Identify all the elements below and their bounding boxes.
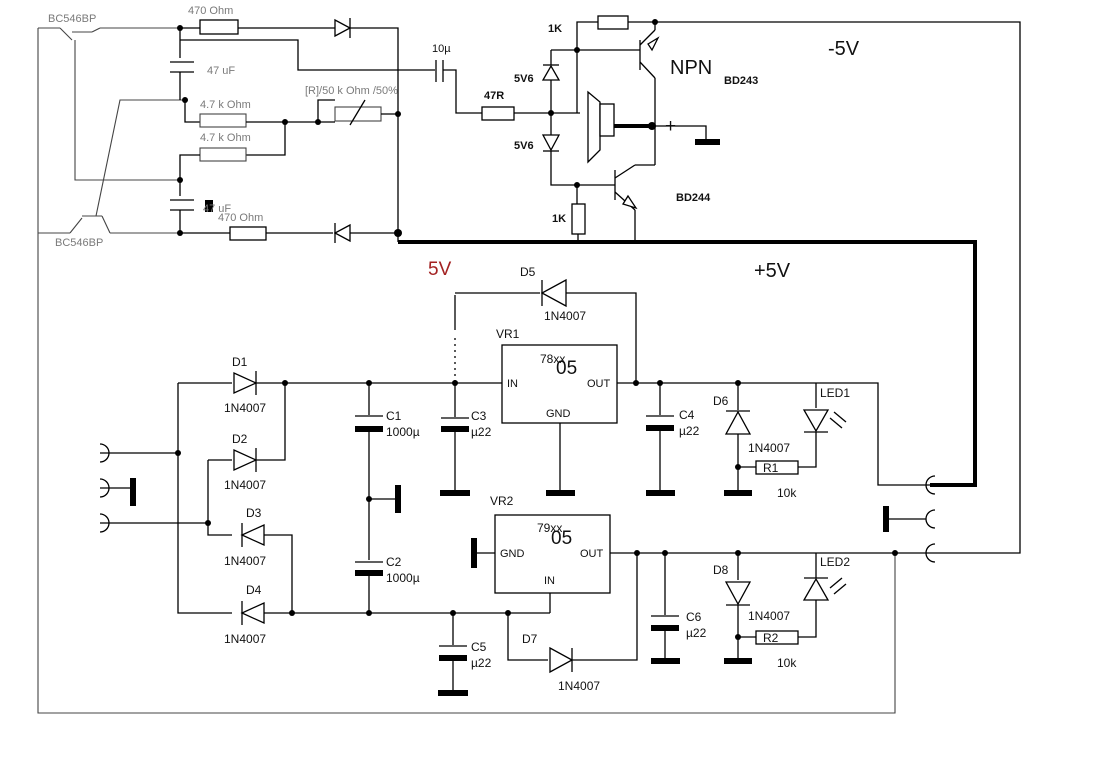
c2-value: 1000µ	[386, 571, 420, 585]
r1-label: R1	[763, 461, 779, 475]
r47k-a	[199, 113, 247, 128]
vr1-type: 78xx	[540, 352, 565, 366]
r1k-top-label: 1K	[548, 23, 562, 35]
r47r-label: 47R	[484, 90, 504, 102]
d4-part: 1N4007	[224, 632, 266, 646]
r47k-b-label: 4.7 k Ohm	[200, 132, 251, 144]
vr2-value: 05	[551, 528, 572, 549]
led2	[802, 553, 847, 601]
pot-label: [R]/50 k Ohm /50%	[305, 85, 398, 97]
c47-top-label: 47 uF	[207, 65, 235, 77]
pnp-bd244	[577, 164, 655, 242]
led2-label: LED2	[820, 555, 850, 569]
d8-part: 1N4007	[748, 609, 790, 623]
vr1-in: IN	[507, 378, 518, 390]
q1-transistor	[59, 27, 180, 181]
led-bottom	[333, 223, 398, 243]
cap10u-label: 10µ	[432, 43, 451, 55]
zener2-label: 5V6	[514, 140, 534, 152]
d7-label: D7	[522, 632, 538, 646]
minus5v-label: -5V	[828, 38, 860, 60]
plus5v-label: +5V	[754, 260, 791, 282]
power-supply: D1 1N4007 D2 1N4007 D3 1N4007 D4 1N4007 …	[99, 265, 936, 696]
c2-label: C2	[386, 555, 402, 569]
led1-label: LED1	[820, 386, 850, 400]
c5-label: C5	[471, 640, 487, 654]
vr2-out: OUT	[580, 548, 604, 560]
r2-value: 10k	[777, 656, 797, 670]
output-connector-gnd	[925, 509, 936, 529]
d5-label: D5	[520, 265, 536, 279]
d3-label: D3	[246, 506, 262, 520]
d3-part: 1N4007	[224, 554, 266, 568]
d6-part: 1N4007	[748, 441, 790, 455]
r47r	[481, 106, 515, 121]
r1k-bot-label: 1K	[552, 213, 566, 225]
d5-part: 1N4007	[544, 309, 586, 323]
r1k-bot	[571, 203, 586, 235]
c1-value: 1000µ	[386, 425, 420, 439]
multivibrator-section: BC546BP BC546BP 470 Ohm 47 uF 4.7	[37, 5, 896, 714]
c6-label: C6	[686, 610, 702, 624]
d2-label: D2	[232, 432, 248, 446]
output-connector-plus	[925, 475, 936, 495]
bd243-label: BD243	[724, 75, 758, 87]
d8-label: D8	[713, 563, 729, 577]
vr1-label: VR1	[496, 327, 520, 341]
vr2-gnd: GND	[500, 548, 525, 560]
potentiometer	[334, 106, 382, 122]
r470-top-label: 470 Ohm	[188, 5, 233, 17]
d4-label: D4	[246, 583, 262, 597]
vr1-out: OUT	[587, 378, 611, 390]
c3-label: C3	[471, 409, 487, 423]
q2-label: BC546BP	[55, 237, 103, 249]
power-rails	[397, 21, 1021, 554]
led-top	[334, 18, 399, 230]
r2-label: R2	[763, 631, 779, 645]
d1-part: 1N4007	[224, 401, 266, 415]
output-connector-minus	[925, 543, 936, 563]
r47k-b	[199, 147, 247, 162]
vr2-label: VR2	[490, 494, 514, 508]
vr2-type: 79xx	[537, 521, 562, 535]
speaker	[587, 90, 720, 164]
red-5v-label: 5V	[428, 259, 452, 280]
q1-label: BC546BP	[48, 13, 96, 25]
d7-part: 1N4007	[558, 679, 600, 693]
d1-label: D1	[232, 355, 248, 369]
vr2-in: IN	[544, 575, 555, 587]
vr2-regulator	[494, 514, 611, 594]
c3-value: µ22	[471, 425, 492, 439]
c47-bot-label: 47 uF	[203, 203, 231, 215]
r1k-top	[597, 15, 629, 30]
c6-value: µ22	[686, 626, 707, 640]
d2-part: 1N4007	[224, 478, 266, 492]
bd244-label: BD244	[676, 192, 711, 204]
c1-label: C1	[386, 409, 402, 423]
c4-value: µ22	[679, 424, 700, 438]
r470-bot-label: 470 Ohm	[218, 212, 263, 224]
npn-label: NPN	[670, 57, 712, 79]
r1-value: 10k	[777, 486, 797, 500]
d6-label: D6	[713, 394, 729, 408]
r470-bot	[229, 226, 267, 241]
c4-label: C4	[679, 408, 695, 422]
c5-value: µ22	[471, 656, 492, 670]
speaker-plus-label: +	[665, 116, 676, 137]
vr1-value: 05	[556, 358, 577, 379]
r470-top	[199, 19, 239, 35]
vr1-gnd: GND	[546, 408, 571, 420]
r47k-a-label: 4.7 k Ohm	[200, 99, 251, 111]
output-stage: 10µ 47R 1K 5V6 5V6 NPN BD243	[180, 15, 758, 242]
zener1-label: 5V6	[514, 73, 534, 85]
q2-transistor	[69, 99, 185, 234]
led1	[802, 383, 847, 433]
